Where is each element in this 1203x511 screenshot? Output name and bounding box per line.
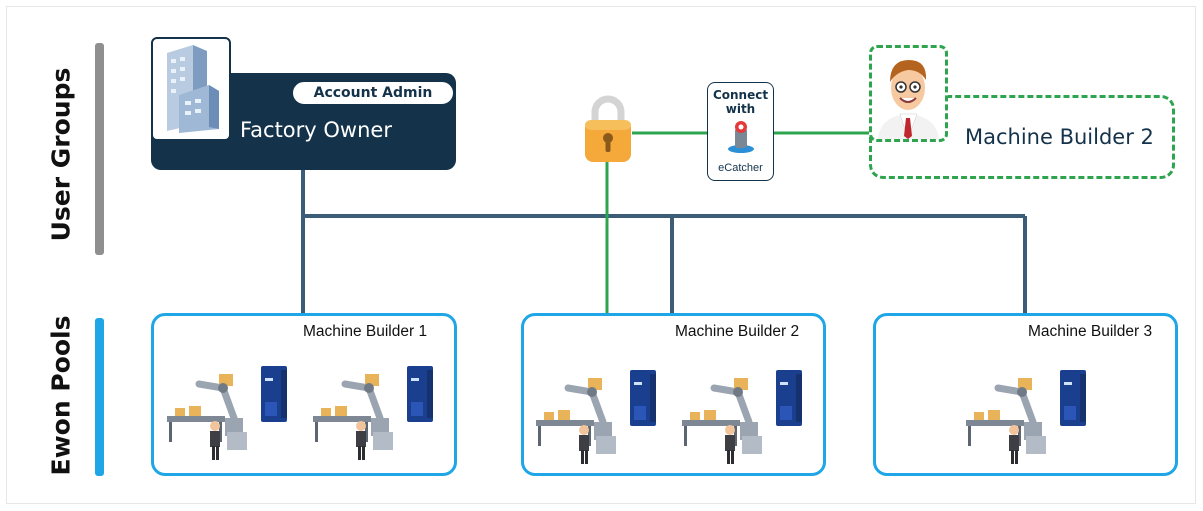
pool-machine-builder-2 — [521, 313, 826, 476]
machine-ewon-illustration — [165, 362, 295, 467]
machine-builder-2-user-title: Machine Builder 2 — [965, 125, 1154, 149]
pool-2-title: Machine Builder 2 — [675, 323, 800, 340]
diagram-frame — [6, 6, 1196, 504]
machine-ewon-illustration — [311, 362, 441, 467]
ewon-pools-bar — [95, 318, 104, 476]
account-admin-badge: Account Admin — [291, 80, 455, 106]
pool-machine-builder-1 — [151, 313, 457, 476]
pool-3-title: Machine Builder 3 — [1028, 323, 1153, 340]
ecatcher-connect-label: Connect with — [712, 88, 769, 116]
building-icon — [151, 37, 231, 141]
machine-ewon-illustration — [964, 366, 1094, 471]
lock-icon — [583, 92, 633, 169]
builder-avatar — [869, 45, 948, 142]
machine-ewon-illustration — [680, 366, 810, 471]
ecatcher-badge: Connect with eCatcher — [707, 82, 774, 181]
pool-1-title: Machine Builder 1 — [303, 323, 428, 340]
user-groups-bar — [95, 43, 104, 255]
machine-ewon-illustration — [534, 366, 664, 471]
ecatcher-name: eCatcher — [718, 162, 763, 174]
ecatcher-logo-icon — [708, 118, 773, 159]
factory-owner-title: Factory Owner — [240, 118, 392, 142]
